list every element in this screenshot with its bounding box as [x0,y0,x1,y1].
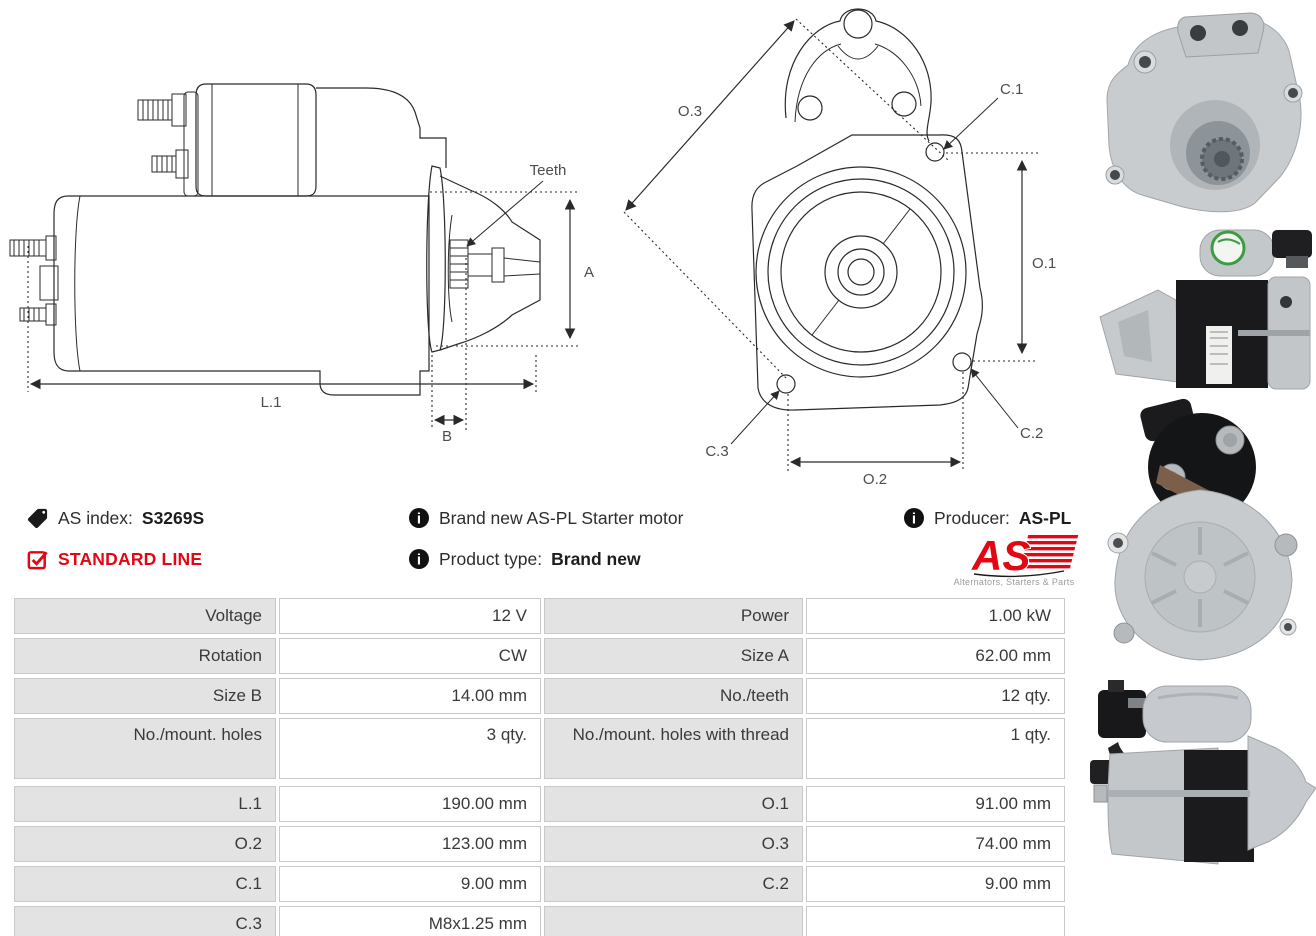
spec-value-cell: 12 V [279,598,541,634]
spec-value-cell [806,906,1065,936]
spec-value-cell: M8x1.25 mm [279,906,541,936]
producer-value: AS-PL [1018,507,1072,528]
spec-label-cell: No./mount. holes [14,718,276,779]
product-type-row: i Product type: Brand new [408,548,641,570]
motor-body-outline [53,195,430,396]
c2-leader-line [970,368,1019,429]
spec-label-cell: C.3 [14,906,276,936]
table-row: Voltage 12 V Power 1.00 kW [14,598,1065,634]
spec-table: Voltage 12 V Power 1.00 kW Rotation CW S… [14,598,1065,936]
spec-label-cell [544,906,803,936]
spec-label-cell: O.2 [14,826,276,862]
info-icon: i [409,508,429,528]
table-row: No./mount. holes 3 qty. No./mount. holes… [14,718,1065,779]
spec-label-cell: Size B [14,678,276,714]
as-pl-logo: AS Alternators, Starters & Parts [954,531,1079,587]
top-gasket-outline [784,8,932,142]
spec-value-cell: CW [279,638,541,674]
upper-housing-outline [316,87,447,168]
dim-label-l1: L.1 [261,394,282,411]
spec-label-cell: Power [544,598,803,634]
dim-label-o2: O.2 [863,471,887,488]
dim-line-o3 [625,20,795,211]
dim-label-o1: O.1 [1032,255,1056,272]
teeth-leader-line [466,180,544,247]
standard-line-row: STANDARD LINE [26,548,202,571]
spec-value-cell: 1.00 kW [806,598,1065,634]
info-icon: i [409,549,429,569]
spec-label-cell: C.2 [544,866,803,902]
spec-label-cell: C.1 [14,866,276,902]
spec-label-cell: No./teeth [544,678,803,714]
product-photo-flange-view[interactable] [1090,5,1316,220]
svg-text:i: i [417,511,421,528]
dim-label-a: A [584,264,594,281]
info-icon: i [904,508,924,528]
table-row: C.3 M8x1.25 mm [14,906,1065,936]
spec-value-cell: 91.00 mm [806,786,1065,822]
logo-stripes [1019,535,1079,569]
producer-label: Producer: [934,507,1010,528]
table-row: Rotation CW Size A 62.00 mm [14,638,1065,674]
product-type-label: Product type: [439,548,543,569]
svg-text:i: i [912,511,916,528]
spec-label-cell: Size A [544,638,803,674]
tag-icon [27,508,48,529]
description-row: i Brand new AS-PL Starter motor [408,507,683,529]
logo-tagline: Alternators, Starters & Parts [954,577,1075,587]
product-description: Brand new AS-PL Starter motor [439,507,684,528]
spec-value-cell: 123.00 mm [279,826,541,862]
spec-value-cell: 12 qty. [806,678,1065,714]
spec-label-cell: L.1 [14,786,276,822]
product-photo-rear-view[interactable] [1090,395,1316,670]
product-type-value: Brand new [551,548,641,569]
hole-c3 [776,374,796,394]
product-photo-side-view[interactable] [1088,222,1316,394]
table-row: O.2 123.00 mm O.3 74.00 mm [14,826,1065,862]
dim-label-o3: O.3 [678,103,702,120]
spec-label-cell: O.1 [544,786,803,822]
spec-value-cell: 9.00 mm [806,866,1065,902]
solenoid-outline [183,83,317,197]
spec-value-cell: 14.00 mm [279,678,541,714]
svg-text:i: i [417,552,421,569]
dim-label-b: B [442,428,452,445]
product-photo-side-view-2[interactable] [1088,668,1316,873]
spec-value-cell: 3 qty. [279,718,541,779]
hole-c2 [952,352,972,372]
c3-leader-line [730,390,780,445]
spec-label-cell: Rotation [14,638,276,674]
spec-value-cell: 62.00 mm [806,638,1065,674]
spec-value-cell: 190.00 mm [279,786,541,822]
table-row: L.1 190.00 mm O.1 91.00 mm [14,786,1065,822]
table-row: Size B 14.00 mm No./teeth 12 qty. [14,678,1065,714]
c1-leader-line [943,97,999,150]
left-terminal-studs [9,235,59,326]
spec-label-cell: O.3 [544,826,803,862]
solenoid-terminal-studs [137,93,189,179]
technical-drawing-side-view: Teeth A L.1 B [9,83,594,445]
spec-value-cell: 1 qty. [806,718,1065,779]
dim-label-c3: C.3 [705,443,728,460]
spec-label-cell: Voltage [14,598,276,634]
standard-line-label: STANDARD LINE [58,549,203,569]
hole-c1 [925,142,945,162]
dim-label-teeth: Teeth [530,162,567,179]
technical-drawing-front-view: O.3 C.1 O.1 C.2 C.3 O.2 [623,8,1056,488]
drive-end-housing [439,175,541,351]
as-index-row: AS index: S3269S [26,507,204,530]
housing-circles [755,166,967,378]
dim-label-c2: C.2 [1020,425,1043,442]
table-row: C.1 9.00 mm C.2 9.00 mm [14,866,1065,902]
as-index-value: S3269S [141,508,205,528]
dim-label-c1: C.1 [1000,81,1023,98]
spec-value-cell: 74.00 mm [806,826,1065,862]
spec-label-cell: No./mount. holes with thread [544,718,803,779]
spec-value-cell: 9.00 mm [279,866,541,902]
logo-brand-text: AS [971,532,1030,579]
checkbox-checked-icon [27,551,48,570]
mounting-plate-outline [751,134,983,411]
as-index-label: AS index: [58,508,133,528]
producer-row: i Producer: AS-PL [903,507,1071,529]
